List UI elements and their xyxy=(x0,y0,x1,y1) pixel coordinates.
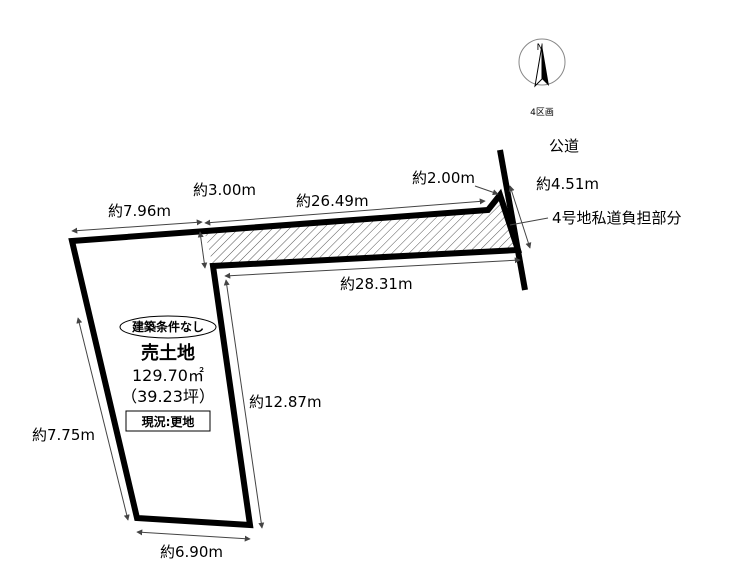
public-road-label: 公道 xyxy=(549,137,579,155)
north-compass-icon xyxy=(518,38,566,88)
private-road-area xyxy=(205,195,518,266)
dim-right-side: 約12.87m xyxy=(249,393,322,411)
lot-area-sqm: 129.70㎡ xyxy=(132,366,204,385)
dim-corner: 約2.00m xyxy=(412,169,475,187)
dim-left-side: 約7.75m xyxy=(32,426,95,444)
dim-line-corner xyxy=(474,185,499,196)
condition-badge: 建築条件なし xyxy=(131,319,204,334)
private-road-label: 4号地私道負担部分 xyxy=(552,209,682,227)
dim-top-left: 約7.96m xyxy=(108,202,171,220)
dim-line-bottom-strip xyxy=(224,257,521,279)
dim-bottom: 約6.90m xyxy=(160,543,223,561)
dim-line-road-frontage xyxy=(508,185,532,249)
dim-road-frontage: 約4.51m xyxy=(536,175,599,193)
dim-line-top-strip xyxy=(204,198,486,226)
dim-access-width: 約3.00m xyxy=(193,181,256,199)
condition-badge-outline xyxy=(119,315,217,339)
dim-bottom-strip: 約28.31m xyxy=(340,275,413,293)
lot-area-tsubo: （39.23坪） xyxy=(121,387,215,406)
lot-title: 売土地 xyxy=(141,342,195,364)
dim-line-access-width xyxy=(197,231,208,269)
compass-north-label: N xyxy=(537,43,544,53)
dim-line-right-side xyxy=(223,279,265,529)
status-box xyxy=(125,410,211,432)
lot-status: 現況:更地 xyxy=(142,414,195,429)
dim-line-top-left xyxy=(71,219,203,234)
compass-district-label: 4区画 xyxy=(530,107,554,118)
dim-line-left-side xyxy=(76,317,130,521)
dim-line-bottom xyxy=(136,529,251,542)
leader-private-road xyxy=(509,217,549,226)
dim-top-strip: 約26.49m xyxy=(296,192,369,210)
